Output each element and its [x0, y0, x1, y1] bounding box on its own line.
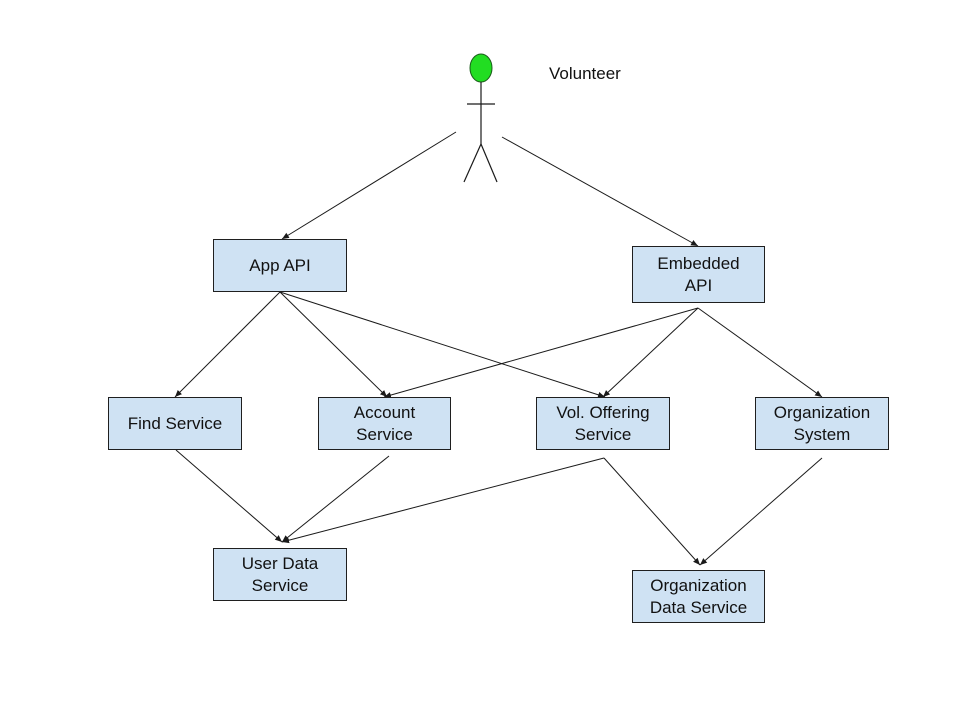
edge-vol-offering-service-to-user-data-service: [281, 457, 605, 544]
edge-layer: [174, 131, 823, 566]
actor-label-volunteer: Volunteer: [549, 64, 621, 83]
edge-embedded-api-to-organization-system: [697, 307, 823, 398]
edge-app-api-to-find-service: [174, 291, 281, 398]
node-vol-offering-service: Vol. Offering Service: [536, 397, 670, 450]
edge-find-service-to-user-data-service: [175, 449, 283, 543]
edge-account-service-to-user-data-service: [281, 455, 390, 543]
edge-app-api-to-account-service: [279, 291, 388, 398]
actor-left-leg: [463, 143, 482, 183]
node-embedded-api: Embedded API: [632, 246, 765, 303]
node-app-api: App API: [213, 239, 347, 292]
edge-embedded-api-to-account-service: [383, 307, 699, 398]
edge-embedded-api-to-vol-offering-service: [602, 307, 699, 398]
actor-head: [469, 53, 493, 83]
actor-right-leg: [480, 143, 498, 183]
node-organization-system: Organization System: [755, 397, 889, 450]
node-find-service: Find Service: [108, 397, 242, 450]
edge-vol-offering-service-to-organization-data-service: [603, 457, 701, 566]
edge-actor-to-embedded-api: [501, 136, 699, 247]
edge-app-api-to-vol-offering-service: [279, 291, 606, 398]
node-user-data-service: User Data Service: [213, 548, 347, 601]
stick-figure-icon: [463, 53, 498, 183]
node-organization-data-service: Organization Data Service: [632, 570, 765, 623]
edge-actor-to-app-api: [281, 131, 457, 240]
edge-organization-system-to-organization-data-service: [699, 457, 823, 566]
node-account-service: Account Service: [318, 397, 451, 450]
